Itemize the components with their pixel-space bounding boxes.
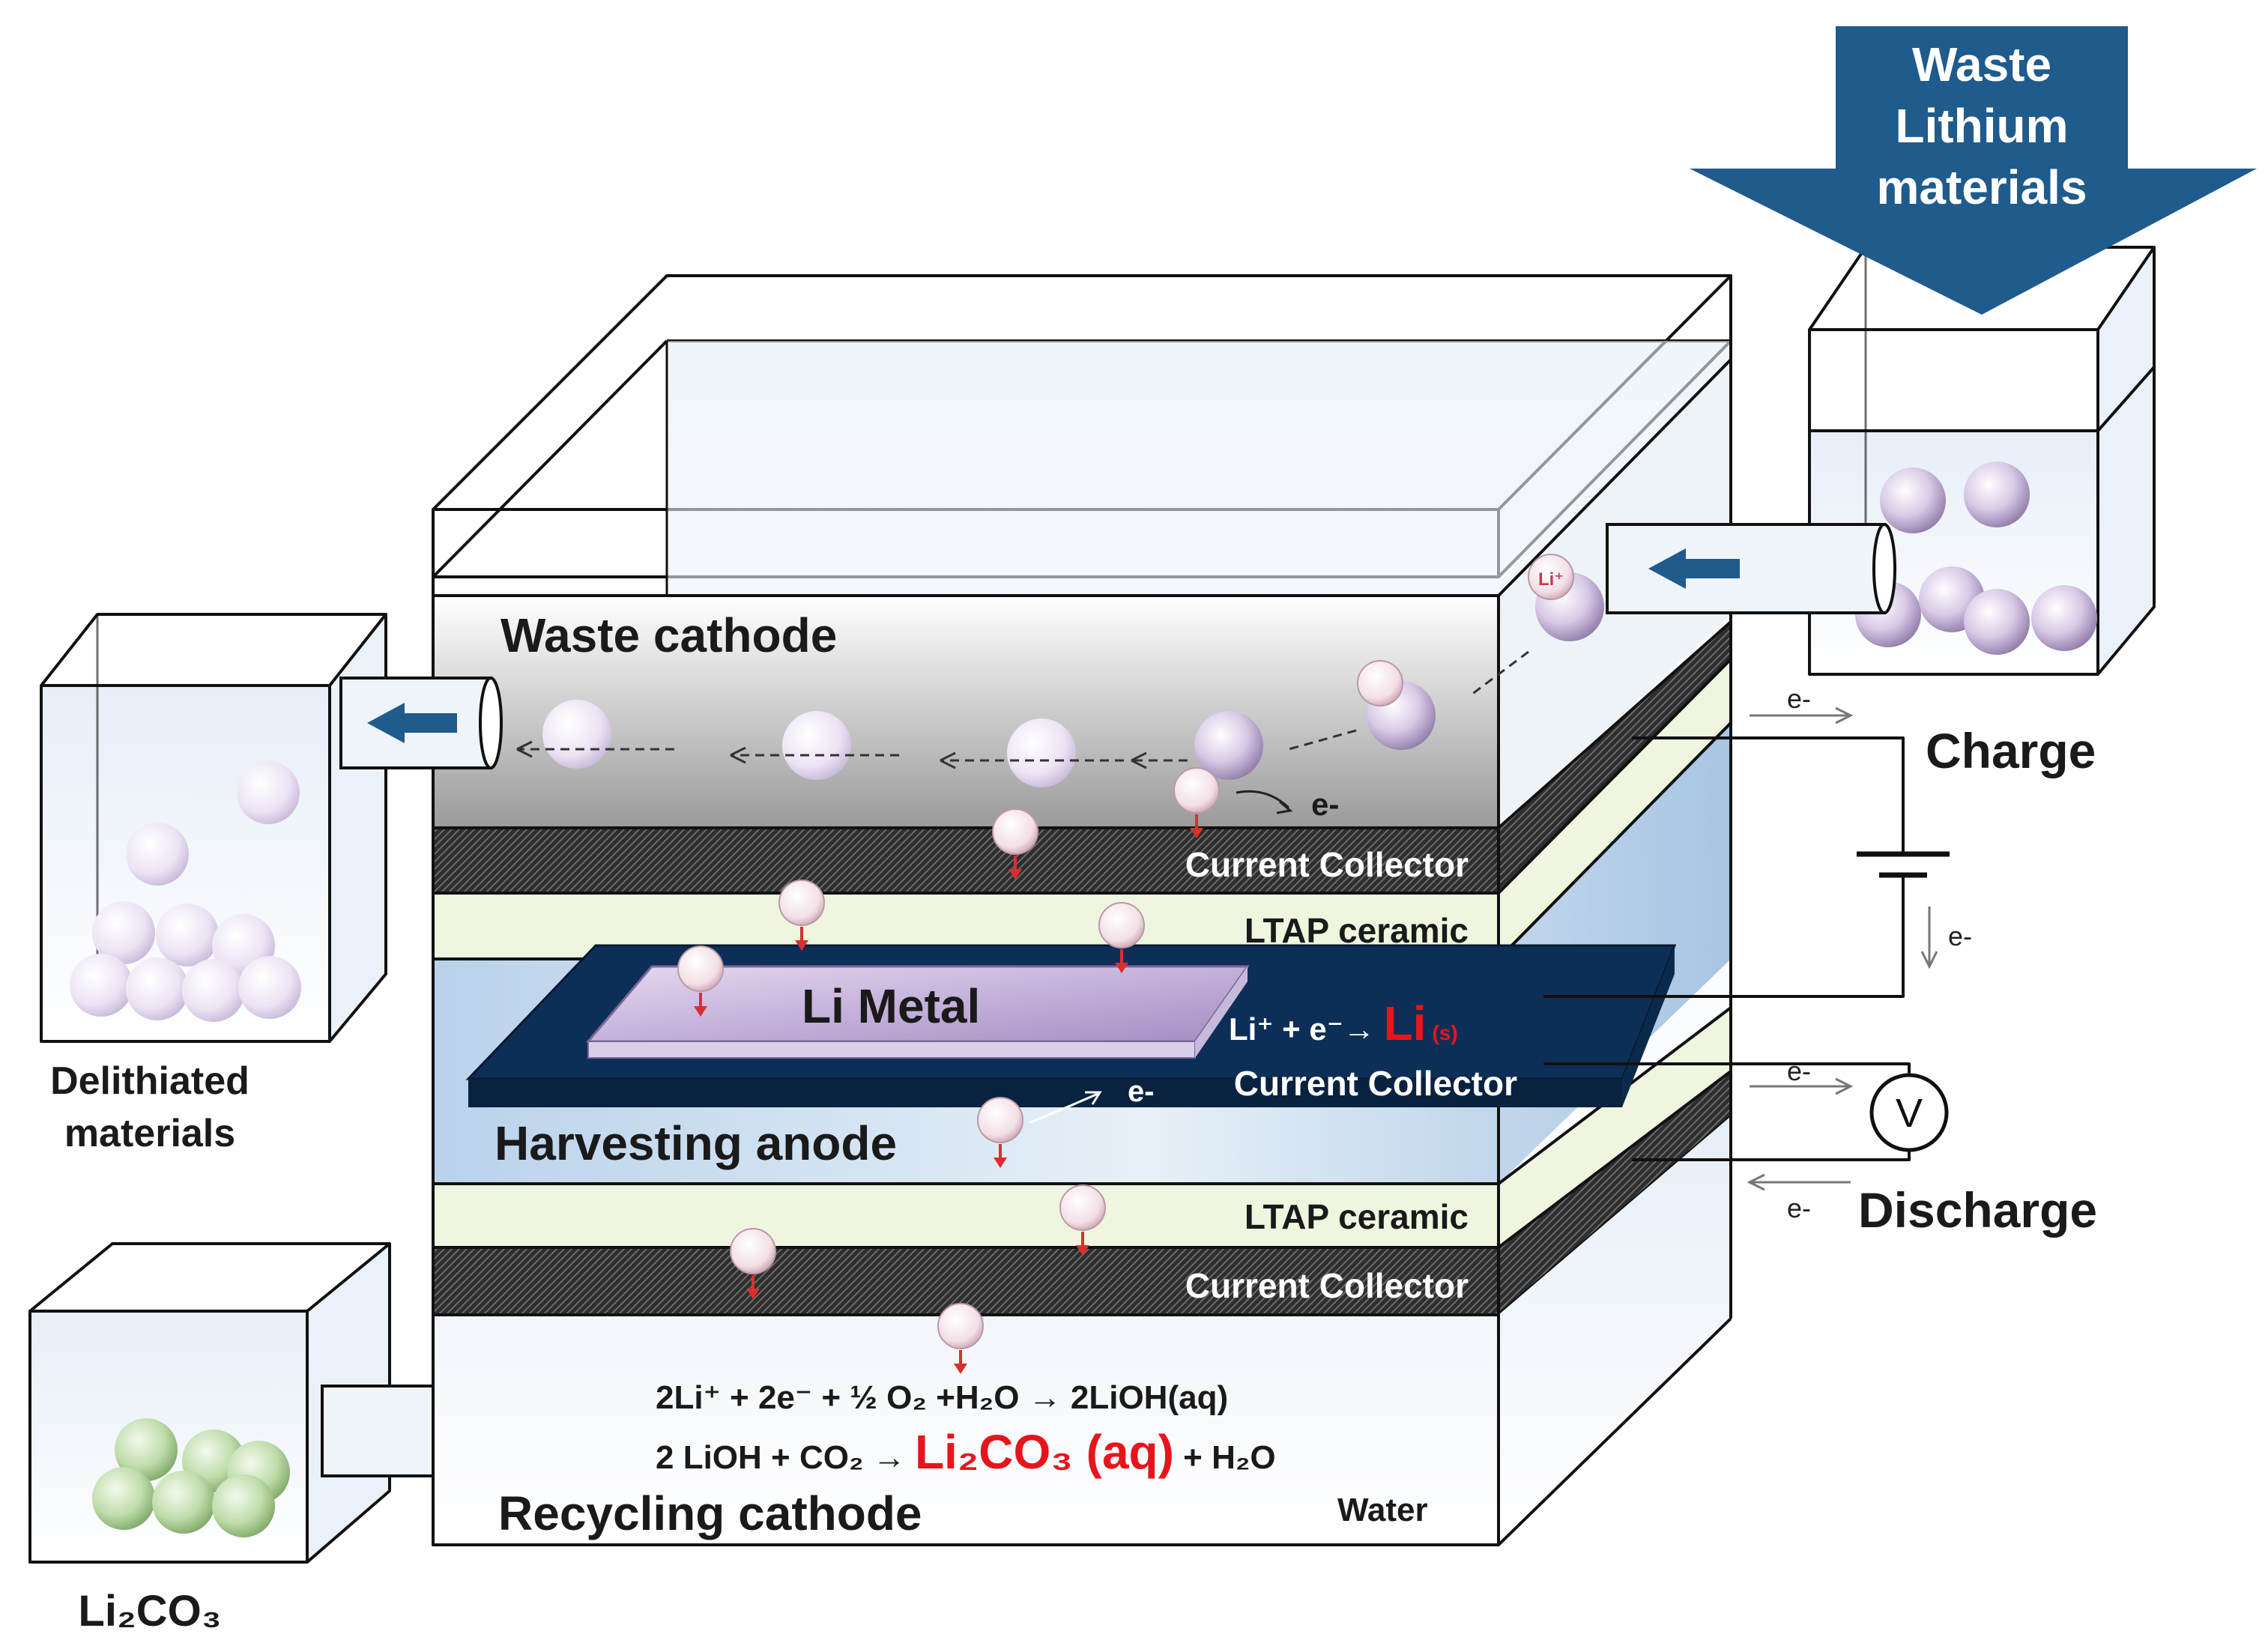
ltap-ceramic-bottom-label: LTAP ceramic [1245, 1197, 1469, 1236]
water-label: Water [1337, 1492, 1428, 1528]
external-circuit [1543, 706, 1950, 1191]
anode-assembly [465, 944, 1677, 1107]
current-collector-anode-label: Current Collector [1234, 1064, 1517, 1103]
waste-cathode-label: Waste cathode [501, 608, 837, 662]
arrow-text-line3: materials [1876, 160, 2087, 214]
charge-label: Charge [1926, 723, 2096, 778]
delithiated-label-line2: materials [64, 1112, 235, 1155]
main-reactor [432, 274, 1732, 1546]
reaction-equation-1: 2Li⁺ + 2e⁻ + ½ O₂ +H₂O → 2LiOH(aq) [656, 1379, 1228, 1416]
delithiated-tank [40, 613, 503, 1043]
reaction-equation-2: 2 LiOH + CO₂ → Li₂CO₃ (aq) + H₂O [656, 1425, 1276, 1479]
delithiated-label-line1: Delithiated [50, 1059, 250, 1103]
ltap-ceramic-top-label: LTAP ceramic [1245, 911, 1469, 950]
internal-electron-arrows [1029, 790, 1293, 1124]
waste-lithium-arrow: Waste Lithium materials [1690, 26, 2257, 315]
electron-label-cathode: e- [1311, 787, 1339, 822]
li-metal-label: Li Metal [802, 979, 980, 1033]
electron-label-charge-top: e- [1787, 683, 1811, 714]
current-collector-bottom-label: Current Collector [1185, 1266, 1469, 1305]
electron-label-discharge-bottom: e- [1787, 1193, 1811, 1223]
recycling-cathode-label: Recycling cathode [498, 1486, 922, 1540]
outflow-arrow-icon [367, 703, 457, 743]
li2co3-tank [28, 1242, 435, 1564]
arrow-text-line1: Waste [1912, 37, 2051, 91]
harvesting-anode-label: Harvesting anode [495, 1116, 897, 1170]
li-ion-label: Li⁺ [1538, 569, 1564, 590]
arrow-text-line2: Lithium [1895, 99, 2068, 153]
electron-label-anode: e- [1128, 1075, 1155, 1108]
li2co3-product-label: Li₂CO₃ [78, 1587, 221, 1636]
li-deposition-reaction: Li⁺ + e⁻→ Li(s) [1229, 996, 1458, 1050]
discharge-label: Discharge [1858, 1182, 2097, 1238]
electron-label-charge-side: e- [1948, 921, 1972, 951]
electron-label-discharge-top: e- [1787, 1056, 1811, 1086]
voltmeter-label: V [1896, 1091, 1923, 1136]
current-collector-top-label: Current Collector [1185, 845, 1469, 884]
waste-cathode-particles [516, 572, 1604, 787]
inflow-arrow-icon [1648, 548, 1740, 589]
